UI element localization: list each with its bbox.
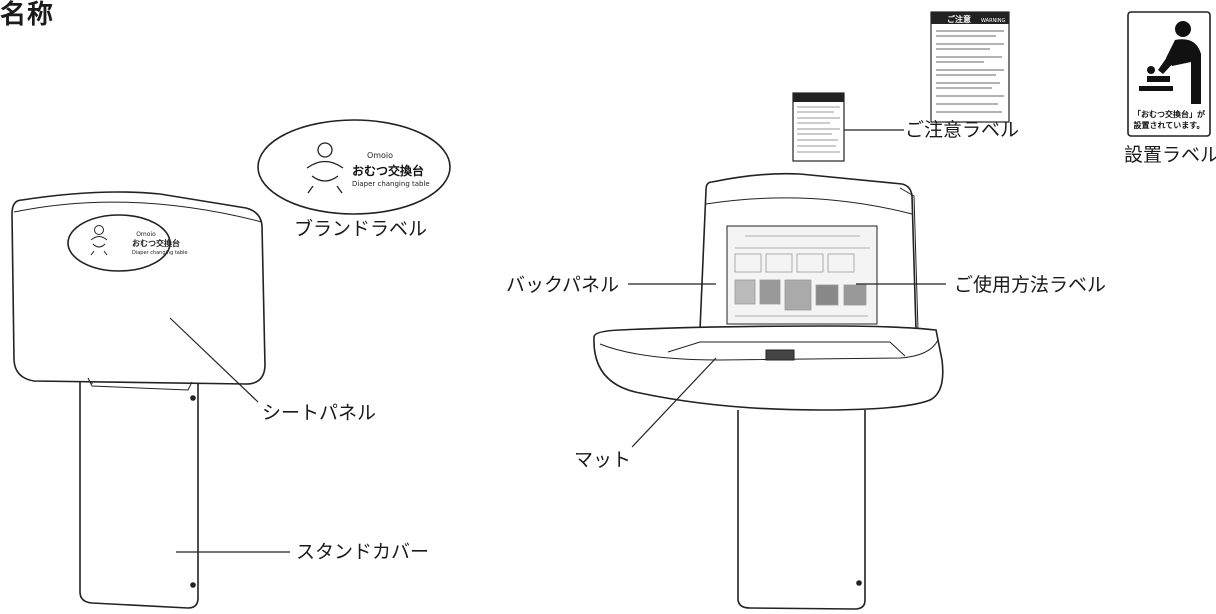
seat-oval-name-en: Diaper changing table (132, 250, 188, 256)
install-sign (1127, 11, 1211, 137)
brand-label-caption: ブランドラベル (294, 218, 428, 240)
seat-panel-left (11, 191, 266, 385)
back-panel-caption: バックパネル (506, 274, 620, 296)
brand-label-badge (257, 119, 451, 215)
install-label-caption: 設置ラベル (1124, 144, 1216, 166)
leader-lines (169, 283, 946, 553)
brand-badge-name-en: Diaper changing table (352, 180, 430, 188)
caution-card-heading-en: WARNING (981, 18, 1006, 24)
install-sign-line2: 設置されています。 (1134, 120, 1205, 130)
usage-label-caption: ご使用方法ラベル (954, 274, 1107, 296)
caution-card-small (792, 92, 845, 162)
install-sign-line1: 「おむつ交換台」が (1133, 109, 1206, 119)
stand-cover-caption: スタンドカバー (296, 541, 430, 563)
seat-panel-caption: シートパネル (262, 402, 377, 424)
mat-caption: マット (574, 449, 632, 471)
brand-badge-logo: Omoio (367, 151, 393, 160)
caution-card-large (930, 11, 1010, 123)
brand-badge-name: おむつ交換台 (352, 163, 424, 178)
seat-oval-name: おむつ交換台 (132, 238, 180, 248)
stand-cover-left (79, 380, 199, 609)
open-unit (593, 172, 944, 610)
closed-unit (11, 191, 266, 609)
caution-card-heading: ご注意 (947, 14, 971, 24)
caution-label-caption: ご注意ラベル (905, 119, 1020, 141)
seat-oval-logo: Omoio (136, 231, 156, 238)
page-title: 名称 (0, 0, 55, 30)
